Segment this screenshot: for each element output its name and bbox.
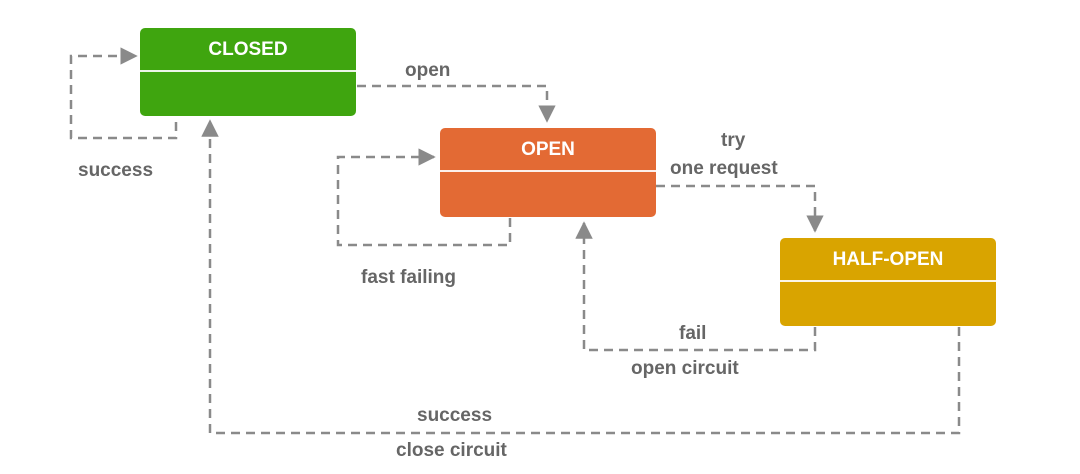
label-fail: fail (679, 323, 707, 344)
state-half-open-divider (780, 280, 996, 282)
label-closed-to-open: open (405, 60, 451, 81)
state-closed-divider (140, 70, 356, 72)
label-closed-self-success: success (78, 160, 154, 181)
edge-half-open-to-open (575, 221, 817, 352)
state-closed: CLOSED (140, 28, 356, 116)
state-half-open-title: HALF-OPEN (832, 249, 944, 270)
label-one-request: one request (670, 158, 778, 179)
edge-open-to-half-open (656, 184, 824, 233)
label-close-circuit: close circuit (396, 440, 507, 461)
state-open-divider (440, 170, 656, 172)
label-success-close: success (417, 405, 493, 426)
state-half-open: HALF-OPEN (780, 238, 996, 326)
label-open-self-fast-failing: fast failing (361, 267, 457, 288)
state-open-title: OPEN (521, 139, 575, 160)
edge-closed-to-open (357, 84, 556, 123)
label-try: try (721, 130, 746, 151)
edge-closed-self-loop (69, 47, 178, 140)
label-open-circuit: open circuit (631, 358, 739, 379)
edge-half-open-to-closed (201, 119, 961, 435)
state-closed-title: CLOSED (208, 39, 288, 60)
state-open: OPEN (440, 128, 656, 217)
edge-open-self-loop (336, 148, 512, 247)
